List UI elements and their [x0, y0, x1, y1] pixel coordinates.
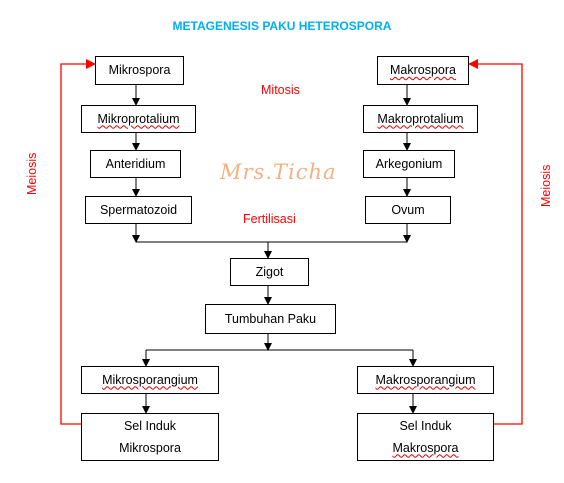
label-mitosis: Mitosis	[261, 83, 300, 97]
node-sel-induk-makro-line2: Makrospora	[392, 440, 459, 455]
node-anteridium-label: Anteridium	[105, 156, 166, 171]
node-mikrospora-label: Mikrospora	[108, 63, 171, 77]
node-zigot: Zigot	[230, 258, 309, 286]
node-makrospora: Makrospora	[377, 56, 469, 85]
node-makroprotalium: Makroprotalium	[363, 105, 478, 133]
watermark-signature: Mrs.Ticha	[220, 160, 337, 184]
node-sel-induk-mikro-line1: Sel Induk	[123, 418, 177, 433]
node-ovum-label: Ovum	[391, 202, 425, 217]
label-meiosis-right: Meiosis	[539, 164, 553, 207]
node-makrosporangium: Makrosporangium	[357, 366, 494, 394]
node-tumbuhan-paku: Tumbuhan Paku	[205, 304, 336, 334]
node-mikroprotalium-label: Mikroprotalium	[97, 111, 180, 126]
node-spermatozoid: Spermatozoid	[85, 196, 192, 224]
label-meiosis-left: Meiosis	[25, 152, 39, 195]
node-arkegonium-label: Arkegonium	[375, 156, 443, 171]
node-sel-induk-mikrospora: Sel Induk Mikrospora	[81, 413, 219, 461]
node-mikroprotalium: Mikroprotalium	[81, 105, 196, 133]
node-arkegonium: Arkegonium	[363, 150, 455, 178]
node-ovum: Ovum	[365, 196, 451, 224]
meiosis-left-cycle	[60, 59, 96, 425]
node-mikrosporangium-label: Mikrosporangium	[102, 372, 198, 387]
node-makroprotalium-label: Makroprotalium	[377, 111, 464, 126]
node-makrosporangium-label: Makrosporangium	[375, 372, 476, 387]
node-sel-induk-makrospora: Sel Induk Makrospora	[357, 413, 494, 461]
node-sel-induk-mikro-line2: Mikrospora	[119, 440, 181, 455]
node-sel-induk-makro-line1: Sel Induk	[399, 418, 452, 433]
node-zigot-label: Zigot	[255, 264, 284, 279]
node-mikrospora: Mikrospora	[95, 56, 184, 85]
node-anteridium: Anteridium	[90, 150, 181, 178]
node-spermatozoid-label: Spermatozoid	[99, 202, 178, 217]
node-mikrosporangium: Mikrosporangium	[81, 366, 219, 394]
node-tumbuhan-paku-label: Tumbuhan Paku	[224, 311, 317, 326]
label-fertilisasi: Fertilisasi	[243, 212, 296, 226]
meiosis-right-cycle	[468, 59, 523, 425]
node-makrospora-label: Makrospora	[390, 63, 456, 77]
diagram-title: METAGENESIS PAKU HETEROSPORA	[172, 19, 392, 33]
